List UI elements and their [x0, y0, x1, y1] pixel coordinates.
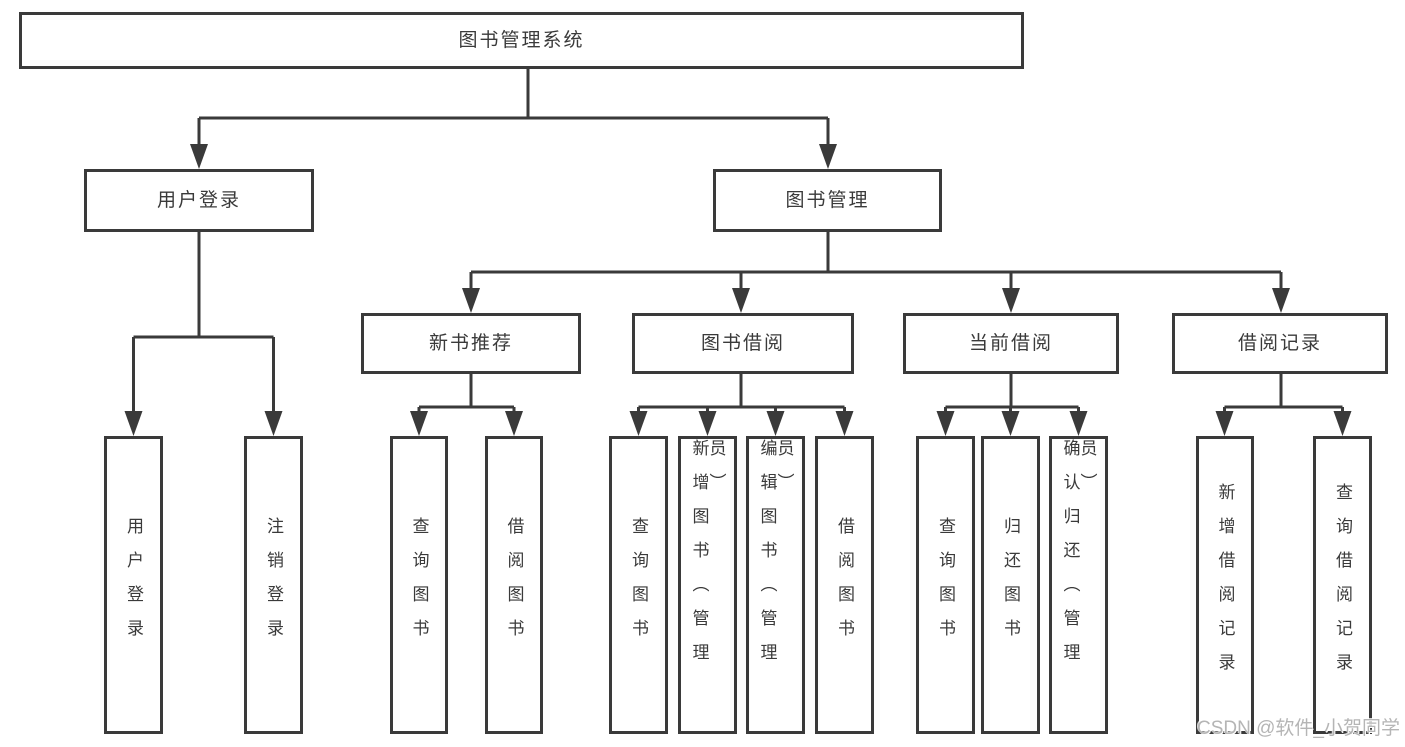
arrowheads [124, 144, 1352, 436]
node-label: 编辑图书（管理员） [757, 439, 794, 677]
node-label: 借阅记录 [1237, 333, 1322, 354]
node-add-borrow-record: 新增借阅记录 [1196, 436, 1254, 734]
node-label: 查询借阅记录 [1333, 483, 1352, 687]
node-current-borrowing: 当前借阅 [903, 313, 1119, 374]
node-confirm-return-admin: 确认归还（管理员） [1049, 436, 1108, 734]
node-new-book-recommendation: 新书推荐 [361, 313, 581, 374]
node-rec-query-books: 查询图书 [390, 436, 448, 734]
node-borrowing-records: 借阅记录 [1172, 313, 1388, 374]
node-label: 新增借阅记录 [1215, 483, 1235, 687]
node-label: 当前借阅 [968, 333, 1053, 354]
node-book-borrowing: 图书借阅 [632, 313, 854, 374]
node-label: 查询图书 [936, 517, 955, 653]
node-label: 图书管理系统 [458, 30, 585, 51]
node-edit-books-admin: 编辑图书（管理员） [746, 436, 805, 734]
node-label: 归还图书 [1001, 517, 1020, 653]
node-add-books-admin: 新增图书（管理员） [678, 436, 737, 734]
node-label: 图书借阅 [700, 333, 785, 354]
node-label: 图书管理 [785, 190, 870, 211]
node-label: 查询图书 [409, 517, 429, 653]
node-book-management-group: 图书管理 [713, 169, 942, 232]
node-label: 注销登录 [264, 517, 283, 653]
node-label: 新增图书（管理员） [689, 439, 726, 677]
node-logout: 注销登录 [244, 436, 303, 734]
node-return-books: 归还图书 [981, 436, 1040, 734]
csdn-watermark: CSDN @软件_小贺同学 [1197, 718, 1400, 739]
node-query-borrow-record: 查询借阅记录 [1313, 436, 1372, 734]
node-borrow-query-books: 查询图书 [609, 436, 668, 734]
node-borrow-books: 借阅图书 [815, 436, 874, 734]
node-rec-borrow-books: 借阅图书 [485, 436, 543, 734]
node-user-login: 用户登录 [104, 436, 163, 734]
node-label: 借阅图书 [504, 517, 524, 653]
node-book-management-system: 图书管理系统 [19, 12, 1024, 69]
node-current-query-books: 查询图书 [916, 436, 975, 734]
node-user-login-group: 用户登录 [84, 169, 314, 232]
node-label: 查询图书 [629, 517, 648, 653]
node-label: 新书推荐 [428, 333, 513, 354]
node-label: 用户登录 [124, 517, 143, 653]
node-label: 用户登录 [156, 190, 241, 211]
node-label: 确认归还（管理员） [1060, 439, 1097, 677]
node-label: 借阅图书 [835, 517, 854, 653]
